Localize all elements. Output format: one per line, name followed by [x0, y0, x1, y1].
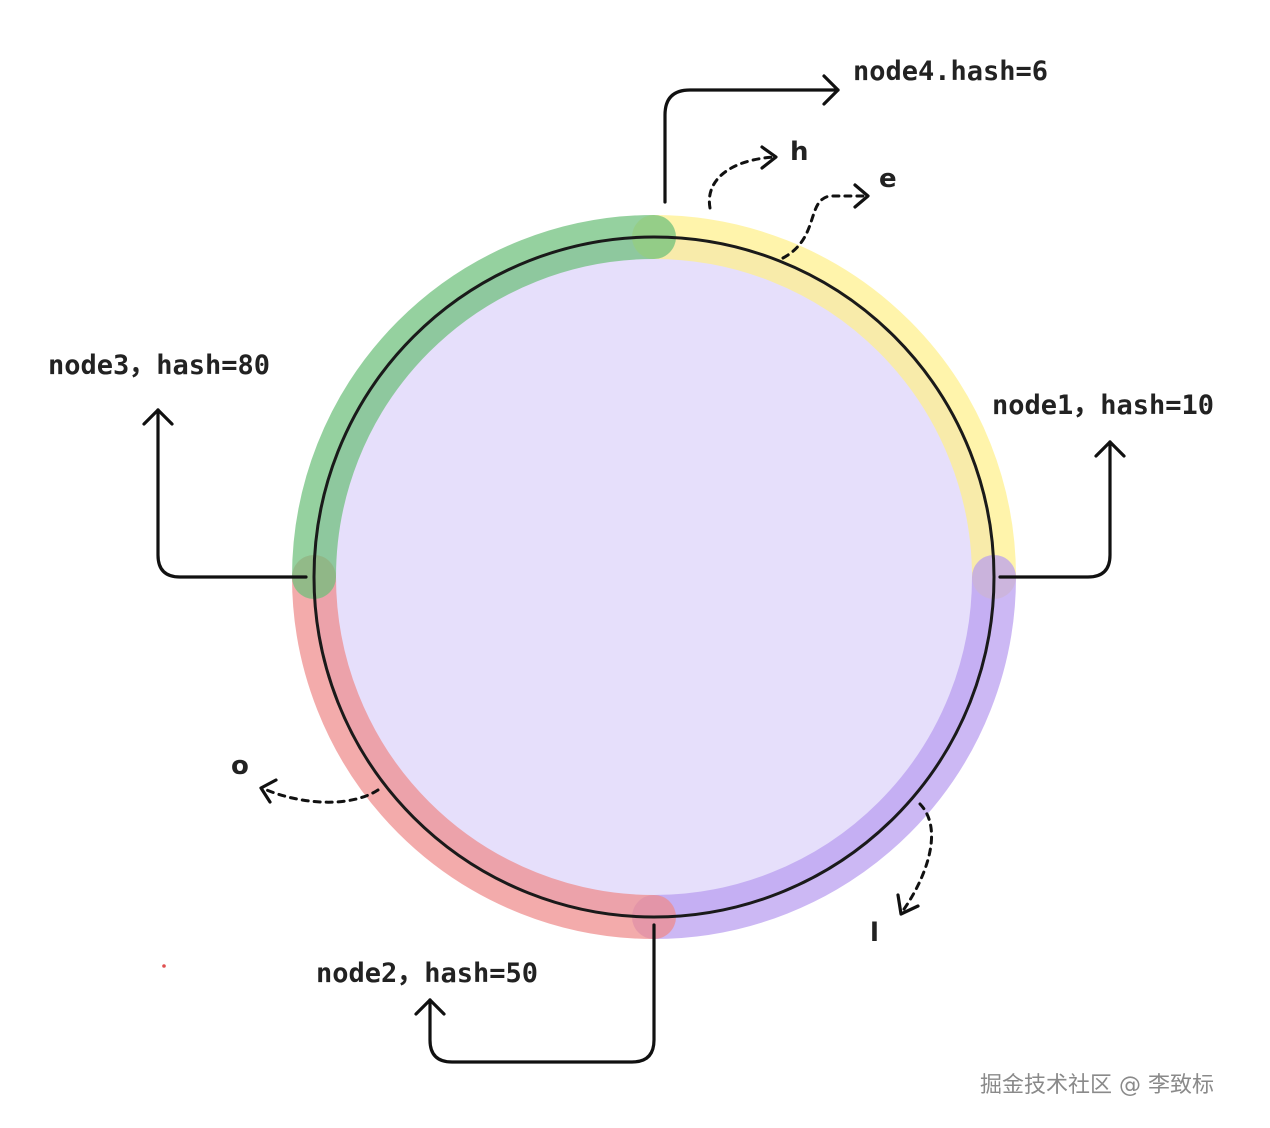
key-o-dashed-arrow [260, 786, 380, 804]
key-e-arrowhead-icon [853, 183, 870, 209]
node4-connector-arrow [663, 88, 840, 204]
node4-arrowhead-icon [822, 74, 840, 106]
node3-connector-arrow [156, 408, 308, 579]
node1-connector-arrow [998, 440, 1112, 579]
node4-label: node4.hash=6 [853, 56, 1048, 87]
key-h-dashed-arrow [707, 155, 776, 210]
key-o-arrowhead-icon [259, 778, 278, 804]
node1-label: node1，hash=10 [992, 390, 1214, 421]
stray-dot [162, 964, 166, 968]
key-h-label: h [790, 137, 809, 167]
watermark: 掘金技术社区 @ 李致标 [980, 1073, 1214, 1098]
key-o-label: o [231, 751, 249, 781]
node1-arrowhead-icon [1094, 440, 1126, 458]
key-e-dashed-arrow [781, 194, 868, 260]
node3-arrowhead-icon [142, 408, 174, 426]
key-l-dashed-arrow [900, 802, 934, 914]
hash-ring-outline [312, 235, 996, 919]
node2-label: node2，hash=50 [316, 958, 538, 989]
node3-label: node3，hash=80 [48, 350, 270, 381]
key-l-arrowhead-icon [896, 893, 920, 916]
node2-connector-arrow [428, 923, 656, 1064]
key-e-label: e [879, 164, 897, 194]
hash-ring-fill [314, 237, 994, 917]
node2-arrowhead-icon [414, 998, 446, 1016]
key-l-label: l [870, 918, 879, 948]
key-h-arrowhead-icon [760, 145, 778, 170]
